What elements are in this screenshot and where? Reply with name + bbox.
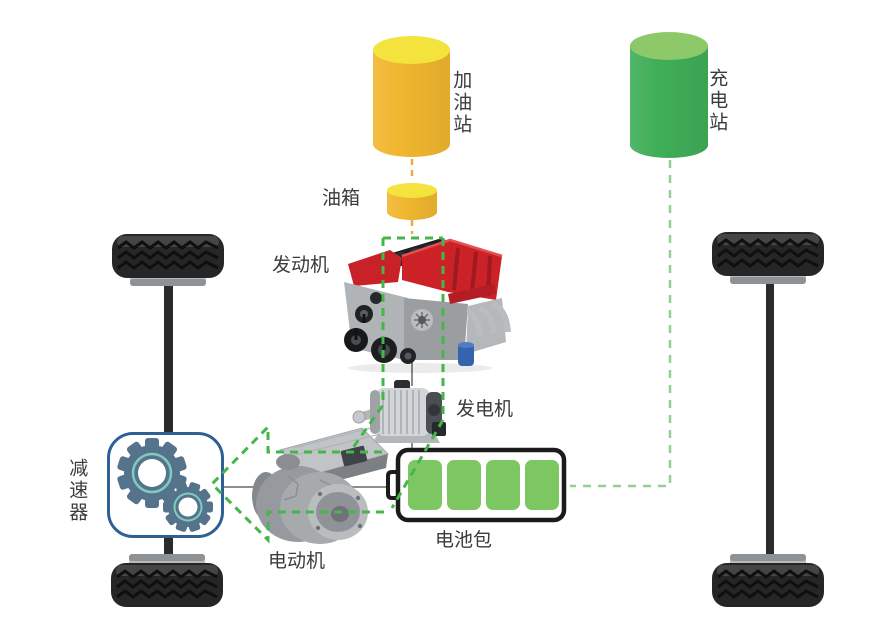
axle-left-upper bbox=[164, 284, 173, 436]
generator-image bbox=[352, 380, 446, 443]
gears-icon bbox=[116, 438, 213, 532]
wheel-front-right-icon bbox=[712, 232, 824, 284]
battery-pack-icon bbox=[386, 447, 567, 523]
battery-cell bbox=[408, 460, 442, 510]
battery-cell bbox=[486, 460, 520, 510]
engine-label: 发动机 bbox=[272, 255, 330, 276]
wheel-rear-left-icon bbox=[111, 554, 223, 607]
generator-label: 发电机 bbox=[456, 399, 514, 420]
charging-flow-dashes bbox=[570, 160, 672, 488]
axle-left-lower bbox=[164, 530, 173, 556]
gas-station-cylinder-top bbox=[373, 36, 450, 64]
charging-station-cylinder-body bbox=[630, 46, 708, 158]
fuel-tank-cylinder bbox=[387, 183, 437, 220]
reducer-box bbox=[107, 432, 224, 538]
battery-cell bbox=[447, 460, 481, 510]
axle-right bbox=[766, 272, 774, 560]
motor-label: 电动机 bbox=[268, 551, 326, 572]
battery-cell bbox=[525, 460, 559, 510]
reducer-label: 减速器 bbox=[66, 458, 88, 524]
wheel-front-left-icon bbox=[112, 234, 224, 286]
charging-station-cylinder-top bbox=[630, 32, 708, 60]
energy-flow-dashes bbox=[209, 236, 445, 544]
gas-station-cylinder-body bbox=[373, 50, 450, 157]
wheel-rear-right-icon bbox=[712, 554, 824, 607]
engine-image bbox=[344, 238, 511, 373]
fuel-tank-label: 油箱 bbox=[322, 188, 361, 209]
charging-station-cylinder bbox=[630, 32, 708, 158]
battery-pack-label: 电池包 bbox=[435, 530, 493, 551]
gas-station-label: 加油站 bbox=[450, 70, 472, 136]
charging-station-label: 充电站 bbox=[706, 68, 728, 134]
fuel-tank-cylinder-top bbox=[387, 183, 437, 198]
gas-station-cylinder bbox=[373, 36, 450, 157]
